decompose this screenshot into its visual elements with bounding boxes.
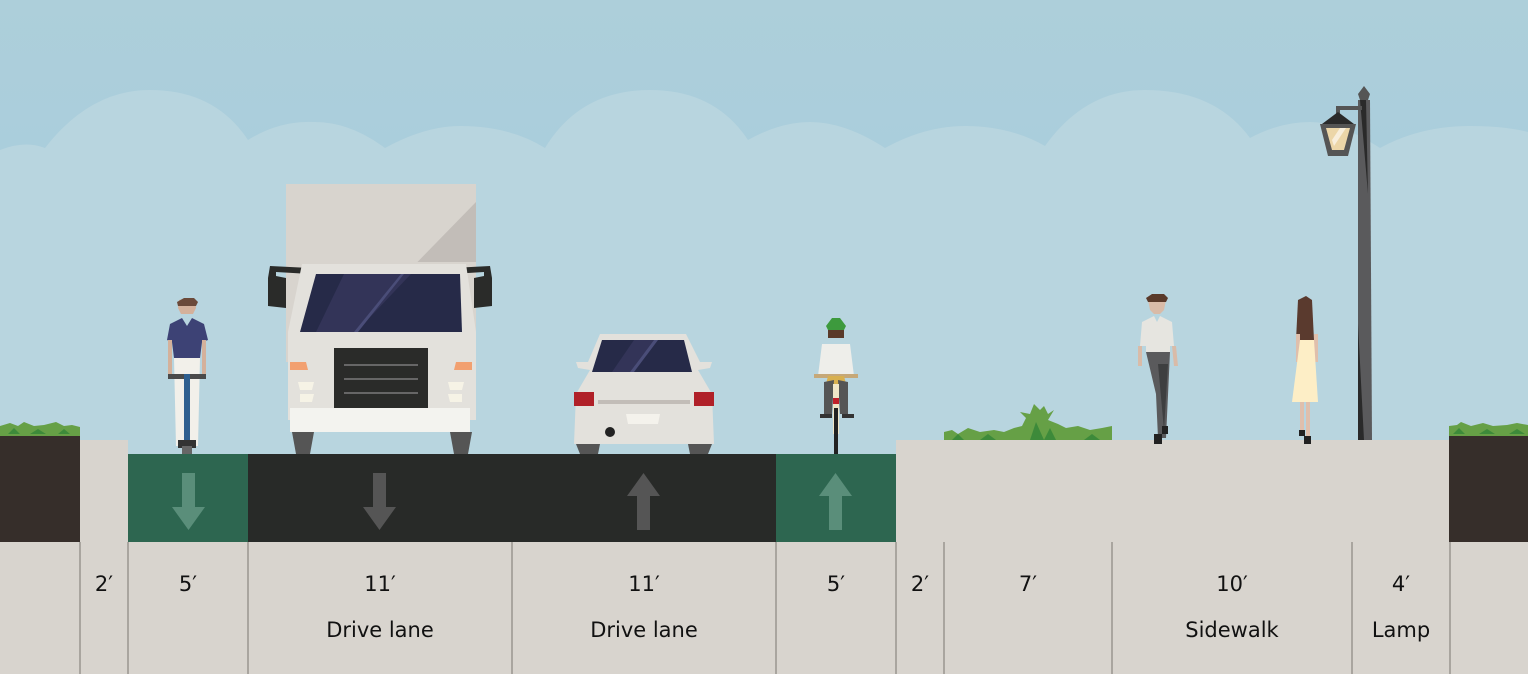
segment-width: 11′ <box>364 572 396 596</box>
arrow-up-icon <box>819 473 852 530</box>
segment-name: Drive lane <box>326 618 434 642</box>
segment-divider <box>127 542 129 674</box>
box-truck-icon <box>268 184 492 454</box>
segment-divider <box>1111 542 1113 674</box>
segment-label-right-bike-lane[interactable]: 5′ <box>776 542 896 674</box>
segment-name: Drive lane <box>590 618 698 642</box>
segment-divider <box>775 542 777 674</box>
right-dirt <box>1449 434 1528 542</box>
arrow-down-icon <box>363 473 396 530</box>
segment-width: 2′ <box>910 572 930 596</box>
left-curb <box>80 440 128 542</box>
segment-label-left-bike-lane[interactable]: 5′ <box>128 542 248 674</box>
segment-label-planting-strip[interactable]: 7′ <box>944 542 1112 674</box>
arrow-up-icon <box>627 473 660 530</box>
segment-name: Lamp <box>1371 618 1431 642</box>
segment-width: 4′ <box>1391 572 1411 596</box>
left-dirt <box>0 434 80 542</box>
drive-lanes <box>248 454 776 542</box>
segment-divider <box>79 542 81 674</box>
segment-label-lamp[interactable]: 4′ Lamp <box>1352 542 1450 674</box>
segment-divider <box>895 542 897 674</box>
sedan-icon <box>574 334 714 454</box>
right-grass <box>1449 422 1528 436</box>
segment-name: Sidewalk <box>1185 618 1279 642</box>
shrub-icon <box>944 404 1112 440</box>
cyclist-icon <box>814 318 858 454</box>
segment-divider <box>1351 542 1353 674</box>
segment-width: 10′ <box>1216 572 1248 596</box>
segment-width: 5′ <box>178 572 198 596</box>
left-grass <box>0 422 80 436</box>
segment-label-drive-lane-2[interactable]: 11′ Drive lane <box>512 542 776 674</box>
segment-divider <box>247 542 249 674</box>
pedestrian-man-icon <box>1138 294 1178 444</box>
segment-label-sidewalk[interactable]: 10′ Sidewalk <box>1112 542 1352 674</box>
left-bike-lane <box>128 454 248 542</box>
right-bike-lane <box>776 454 896 542</box>
segment-divider <box>943 542 945 674</box>
street-lamp-icon <box>1320 86 1372 440</box>
segment-label-drive-lane-1[interactable]: 11′ Drive lane <box>248 542 512 674</box>
right-sidewalk-area <box>896 440 1450 542</box>
pedestrian-woman-icon <box>1292 296 1318 444</box>
segment-divider <box>511 542 513 674</box>
segment-label-left-curb[interactable]: 2′ <box>80 542 128 674</box>
segment-divider <box>1449 542 1451 674</box>
scooter-rider-icon <box>167 298 208 454</box>
segment-labels: 2′ 5′ 11′ Drive lane 11′ Drive lane 5′ 2… <box>0 542 1528 674</box>
segment-width: 11′ <box>628 572 660 596</box>
segment-width: 2′ <box>94 572 114 596</box>
segment-width: 5′ <box>826 572 846 596</box>
segment-width: 7′ <box>1018 572 1038 596</box>
segment-label-right-curb[interactable]: 2′ <box>896 542 944 674</box>
arrow-down-icon <box>172 473 205 530</box>
